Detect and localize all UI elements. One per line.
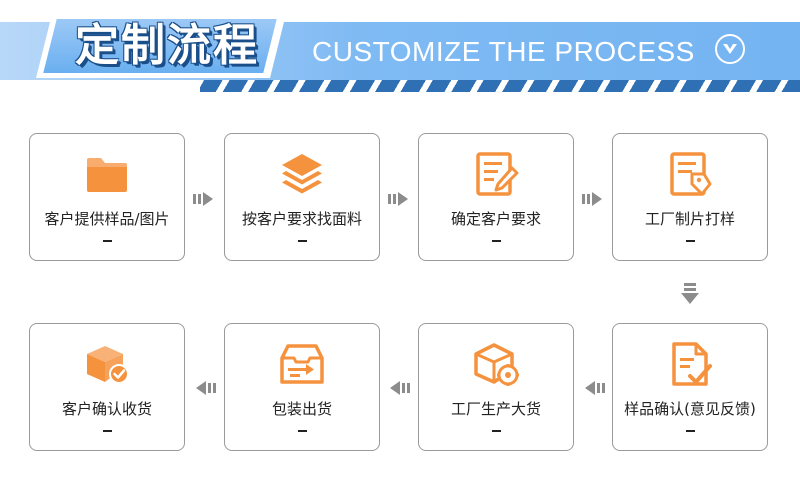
step-label: 按客户要求找面料 [241,210,362,228]
step-label: 包装出货 [271,400,332,418]
step-card-4: 工厂制片打样 [612,133,768,261]
arrow-down-icon [681,283,699,304]
step-card-7: 包装出货 [224,323,380,451]
step-dash [103,430,112,432]
scroll-down-button[interactable] [715,34,745,64]
step-label: 样品确认(意见反馈) [624,400,756,418]
step-label: 客户确认收货 [61,400,152,418]
step-label: 客户提供样品/图片 [44,210,170,228]
arrow-left-icon [196,381,216,395]
box-check-icon [87,346,129,384]
step-label: 工厂生产大货 [450,400,541,418]
step-card-8: 客户确认收货 [29,323,185,451]
step-card-2: 按客户要求找面料 [224,133,380,261]
inbox-arrow-icon [280,344,324,384]
arrow-left-icon [585,381,605,395]
arrow-right-icon [582,192,602,206]
step-card-5: 样品确认(意见反馈) [612,323,768,451]
step-card-6: 工厂生产大货 [418,323,574,451]
document-edit-icon [476,152,519,196]
step-dash [686,430,695,432]
document-check-icon [672,342,712,386]
layers-icon [282,154,322,194]
step-dash [103,240,112,242]
folder-icon [87,158,127,192]
page-subtitle: CUSTOMIZE THE PROCESS [312,36,695,67]
box-gear-icon [474,343,519,386]
step-label: 工厂制片打样 [644,210,735,228]
step-dash [492,240,501,242]
step-dash [492,430,501,432]
step-dash [298,430,307,432]
page-title: 定制流程 [75,20,259,71]
document-tag-icon [670,152,712,196]
header-stripes [200,80,800,92]
step-label: 确定客户要求 [450,210,541,228]
arrow-right-icon [388,192,408,206]
step-dash [686,240,695,242]
chevron-down-icon [723,44,737,54]
step-card-3: 确定客户要求 [418,133,574,261]
step-dash [298,240,307,242]
arrow-right-icon [193,192,213,206]
step-card-1: 客户提供样品/图片 [29,133,185,261]
arrow-left-icon [390,381,410,395]
